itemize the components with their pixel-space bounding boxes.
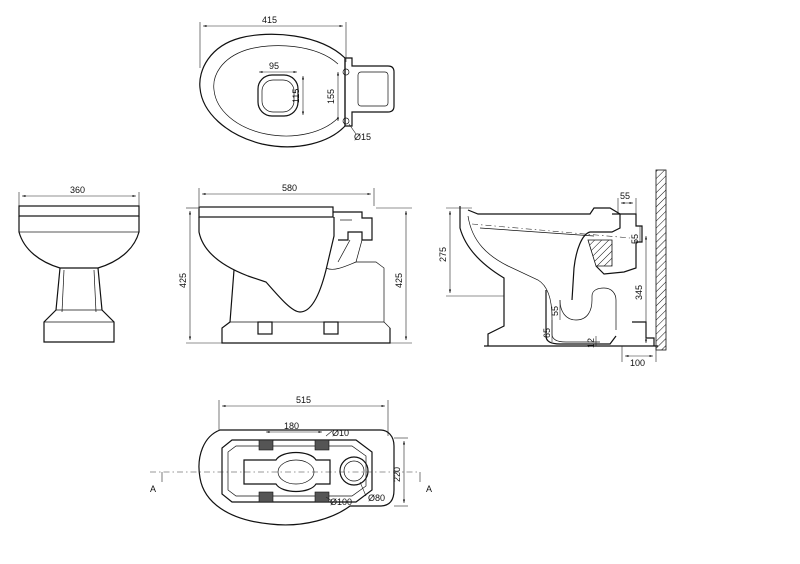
base-fixing-hole [314,439,330,451]
base-depth-label: 220 [392,467,402,482]
base-outline [198,429,395,526]
trap-depth-a-label: 55 [550,306,560,316]
base-fixing-hole [258,491,274,503]
pedestal-edge [61,269,65,313]
front-width-label: 360 [70,185,85,195]
side-trap-inner [325,261,391,343]
fixing-spacing-label: 155 [326,89,336,104]
front-bowl-top [18,215,140,233]
outlet-pipe-outer [339,456,369,486]
outlet-side-label: 55 [630,234,640,244]
section-bowl-outer [459,206,505,346]
wall-section [655,169,667,351]
base-fixing-hole [258,439,274,451]
outlet-height-label: 345 [634,285,644,300]
side-view: 580 425 425 [178,183,412,344]
inlet-dia-label: Ø100 [330,497,352,507]
section-spigot [632,321,655,346]
fixing-hole-label: Ø15 [354,132,371,142]
leader-line [359,481,367,497]
section-hatch [587,239,613,267]
section-trap-body [545,290,617,345]
front-view: 360 [18,185,140,343]
base-trap-outline [243,451,331,493]
outlet-top-offset-label: 55 [620,191,630,201]
section-bowl-inner [467,207,621,301]
trap-depth-b-label: 65 [542,328,552,338]
fixing-hole-top [342,68,350,76]
bowl-inner-outline [213,45,339,137]
section-mark-left: A [150,484,156,494]
leader-line [325,430,333,437]
hinge-block-inner [357,71,389,107]
foot-bolt-left [257,321,273,335]
side-length-label: 580 [282,183,297,193]
top-width-label: 415 [262,15,277,25]
base-length-label: 515 [296,395,311,405]
section-outlet [595,213,643,275]
top-view: 415 95 115 155 Ø15 [199,15,395,148]
seat-opening-inner [261,79,295,113]
side-pedestal [221,269,391,344]
side-bowl [198,217,335,313]
leader-line [325,496,333,502]
front-bowl [18,216,140,269]
foot-bolt-right [323,321,339,335]
base-fixing-hole [314,491,330,503]
outlet-dia-label: Ø80 [368,493,385,503]
side-back-leg [337,239,363,263]
rim-height-label: 275 [438,247,448,262]
outlet-pipe-inner [343,460,365,482]
section-center-line [471,223,631,239]
side-seat-rim [198,206,334,218]
section-view: 275 55 55 345 55 65 12 100 [438,169,667,368]
bowl-rim-outline [199,33,346,148]
hinge-block [344,57,395,127]
side-cistern-connector [333,211,373,241]
wall-offset-label: 100 [630,358,645,368]
floor-offset-label: 12 [586,338,596,348]
base-pedestal-inner [227,445,367,497]
fixing-hole-bottom [342,117,350,125]
section-dashed-guide [479,227,595,237]
side-height-right-label: 425 [394,273,404,288]
base-view: 515 180 Ø10 A A 220 Ø100 Ø8 [150,395,432,526]
front-seat-rim [18,205,140,217]
pedestal-edge [93,269,97,313]
seat-depth-label: 115 [291,89,301,103]
section-mark-right: A [426,484,432,494]
section-water-trap [559,287,617,330]
base-fixing-spacing-label: 180 [284,421,299,431]
side-height-left-label: 425 [178,273,188,288]
seat-opening [257,74,299,117]
leader-line [348,123,357,135]
section-bowl-wall [467,215,600,343]
base-pedestal [221,439,373,503]
seat-width-label: 95 [269,61,279,71]
base-fixing-hole-label: Ø10 [332,428,349,438]
front-pedestal [43,267,115,343]
